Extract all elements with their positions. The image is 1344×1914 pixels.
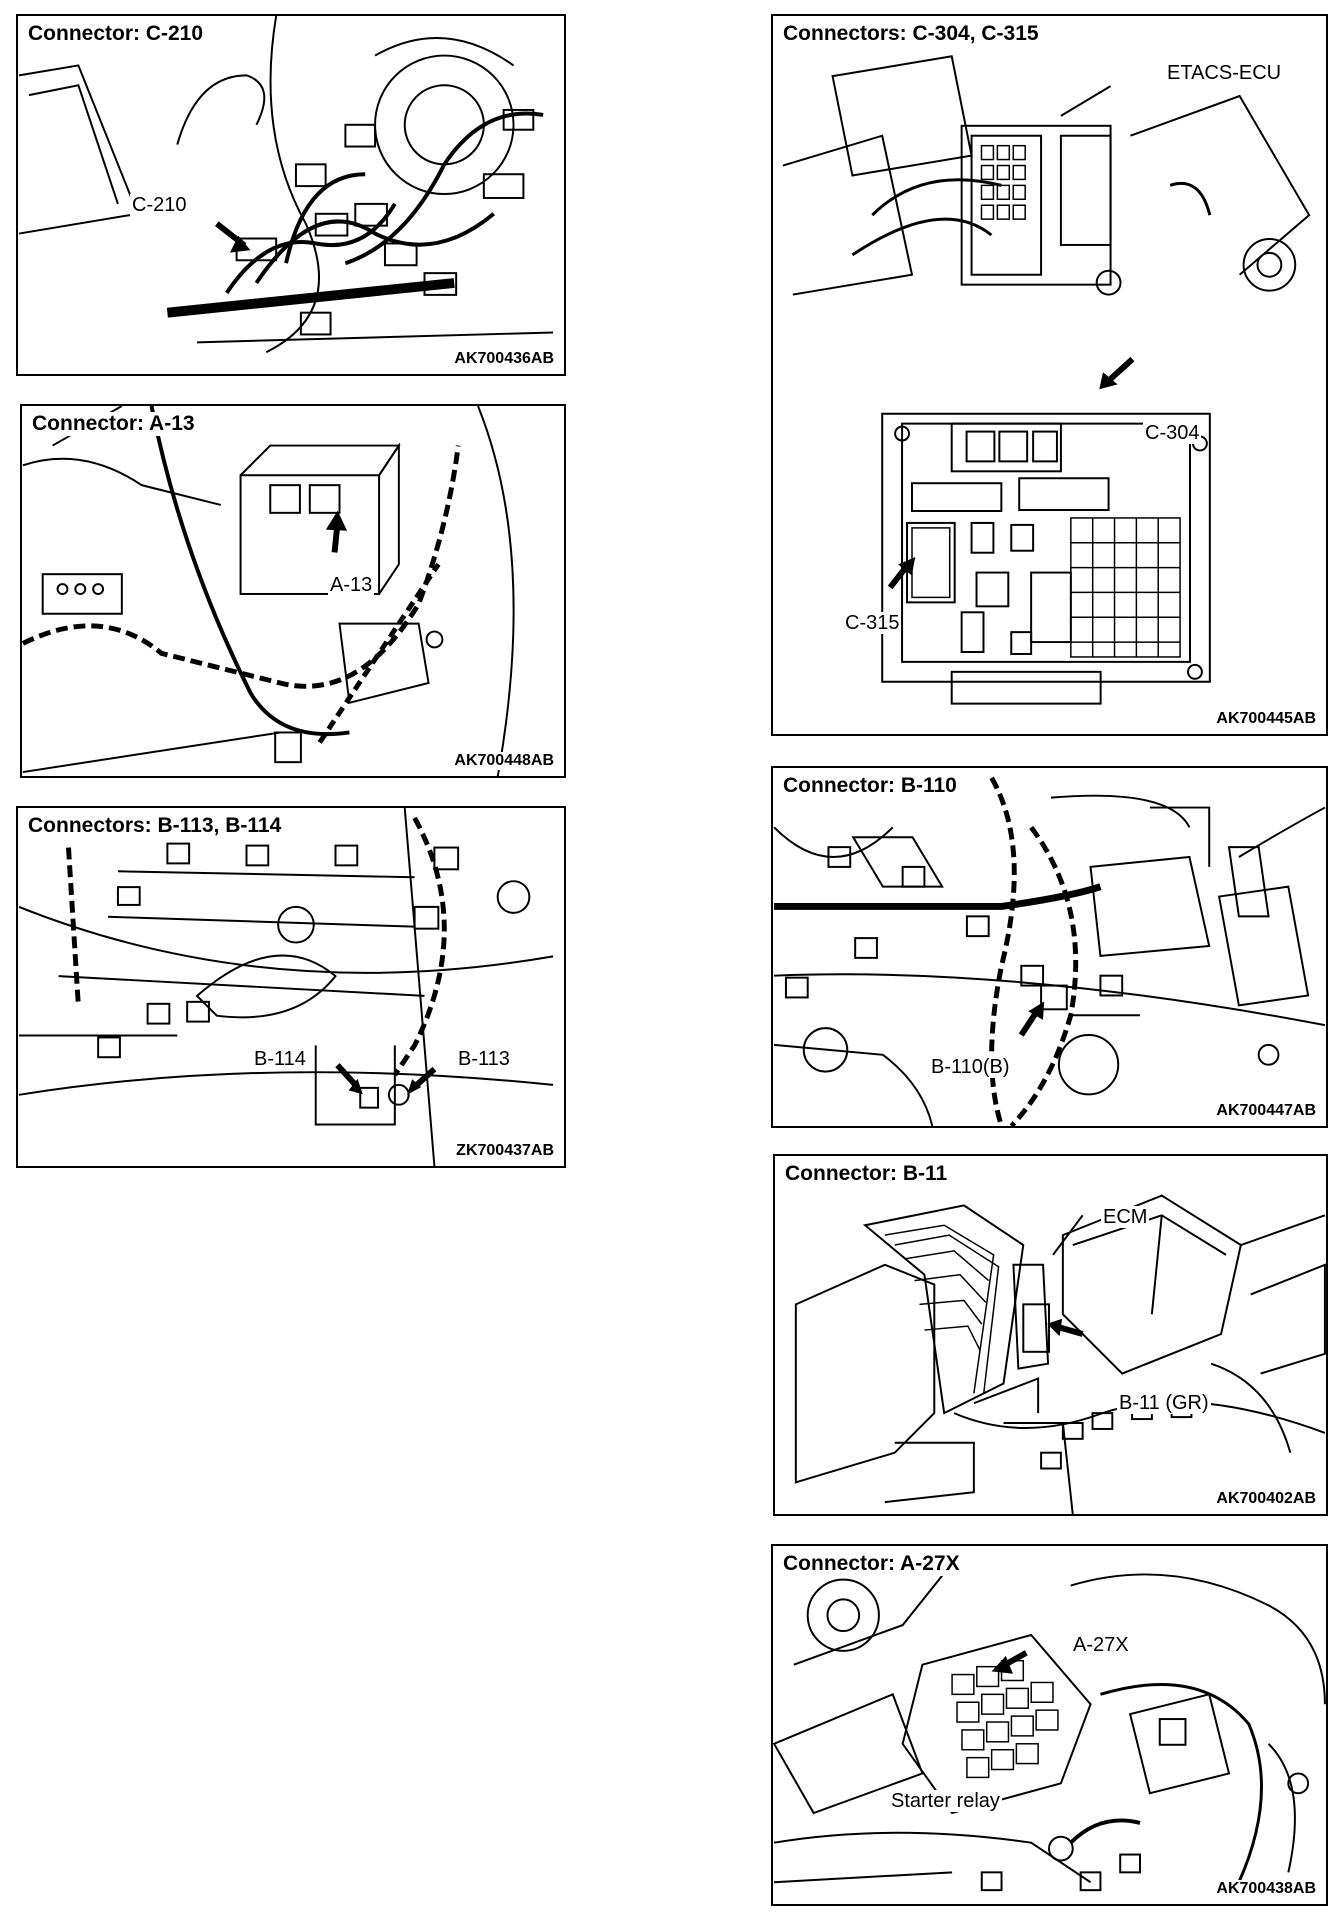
figure-code: AK700447AB (1214, 1102, 1318, 1120)
panel-title: Connector: B-110 (781, 774, 959, 798)
panel-title: Connector: A-13 (30, 412, 197, 436)
b11-drawing (794, 1194, 1326, 1514)
callout-a13: A-13 (328, 574, 375, 596)
diagram-b110: Connector: B-110 B-110(B) AK700447AB (771, 766, 1328, 1128)
panel-title: Connectors: C-304, C-315 (781, 22, 1041, 46)
b110-drawing (773, 776, 1326, 1126)
figure-code: AK700402AB (1214, 1490, 1318, 1508)
callout-b113: B-113 (456, 1048, 512, 1070)
a27x-drawing (773, 1573, 1326, 1892)
figure-code: ZK700437AB (454, 1142, 556, 1160)
a13-drawing (22, 406, 515, 776)
diagram-c210: Connector: C-210 C-210 AK700436AB (16, 14, 566, 376)
diagram-b11: Connector: B-11 ECM B-11 (GR) AK700402AB (773, 1154, 1328, 1516)
callout-b11: B-11 (GR) (1117, 1392, 1211, 1414)
b113-b114-drawing (18, 808, 554, 1166)
callout-c210: C-210 (130, 194, 189, 216)
callout-starter-relay: Starter relay (889, 1790, 1002, 1812)
figure-code: AK700436AB (452, 350, 556, 368)
figure-code: AK700448AB (452, 752, 556, 770)
figure-code: AK700445AB (1214, 710, 1318, 728)
c304-c315-drawing (782, 55, 1311, 705)
diagram-a27x: Connector: A-27X A-27X Starter relay AK7… (771, 1544, 1328, 1906)
callout-c315: C-315 (843, 612, 902, 634)
callout-b114: B-114 (252, 1048, 308, 1070)
callout-a27x: A-27X (1071, 1634, 1131, 1656)
callout-etacs-ecu: ETACS-ECU (1165, 62, 1284, 84)
panel-title: Connector: B-11 (783, 1162, 950, 1186)
figure-code: AK700438AB (1214, 1880, 1318, 1898)
callout-ecm: ECM (1101, 1206, 1150, 1228)
diagram-c304-c315: Connectors: C-304, C-315 ETACS-ECU C-304… (771, 14, 1328, 736)
diagram-a13: Connector: A-13 A-13 AK700448AB (20, 404, 566, 778)
panel-title: Connector: A-27X (781, 1552, 962, 1576)
c210-drawing (18, 16, 554, 354)
diagram-b113-b114: Connectors: B-113, B-114 B-114 B-113 ZK7… (16, 806, 566, 1168)
callout-b110: B-110(B) (929, 1056, 1012, 1078)
panel-title: Connectors: B-113, B-114 (26, 814, 284, 838)
callout-c304: C-304 (1143, 422, 1202, 444)
panel-title: Connector: C-210 (26, 22, 206, 46)
